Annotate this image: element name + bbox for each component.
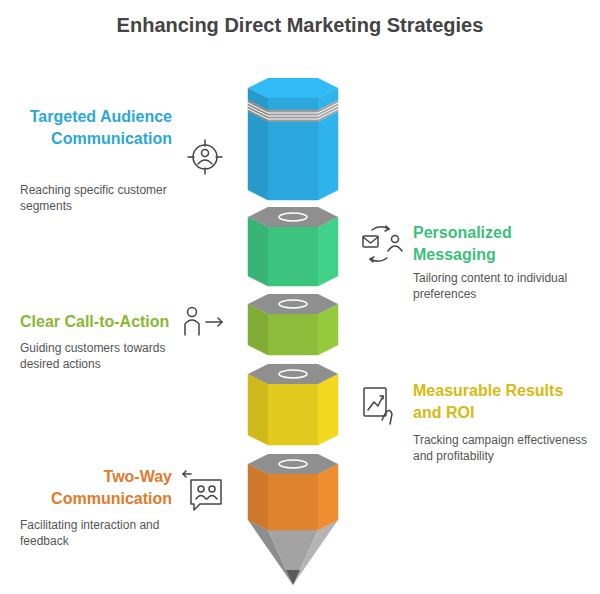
segment-description: Reaching specific customer segments: [20, 182, 180, 214]
segment-shape: [0, 360, 600, 468]
chart-icon: [364, 388, 392, 424]
feedback-icon: [183, 471, 221, 510]
pencil-segment: Personalized MessagingTailoring content …: [0, 203, 600, 306]
segment-heading: Measurable Results and ROI: [413, 380, 573, 424]
segment-description: Guiding customers towards desired action…: [20, 340, 188, 372]
segment-heading: Targeted Audience Communication: [20, 106, 172, 150]
segment-heading: Clear Call-to-Action: [20, 311, 172, 333]
segment-shape: [0, 203, 600, 306]
action-icon: [185, 308, 222, 336]
segment-heading: Two-Way Communication: [20, 466, 172, 510]
message-icon: [363, 226, 402, 262]
pencil-segment: Clear Call-to-ActionGuiding customers to…: [0, 290, 600, 376]
segment-description: Facilitating interaction and feedback: [20, 517, 180, 549]
pencil-segment: Targeted Audience CommunicationReaching …: [0, 74, 600, 218]
segment-heading: Personalized Messaging: [413, 222, 563, 266]
pencil-segment: Two-Way CommunicationFacilitating intera…: [0, 450, 600, 553]
diagram-title: Enhancing Direct Marketing Strategies: [0, 14, 600, 37]
pencil-segment: Measurable Results and ROI Tracking campa…: [0, 360, 600, 468]
target-icon: [188, 140, 222, 174]
segment-description: Tailoring content to individual preferen…: [413, 270, 591, 302]
segment-description: Tracking campaign effectiveness and prof…: [413, 432, 589, 464]
